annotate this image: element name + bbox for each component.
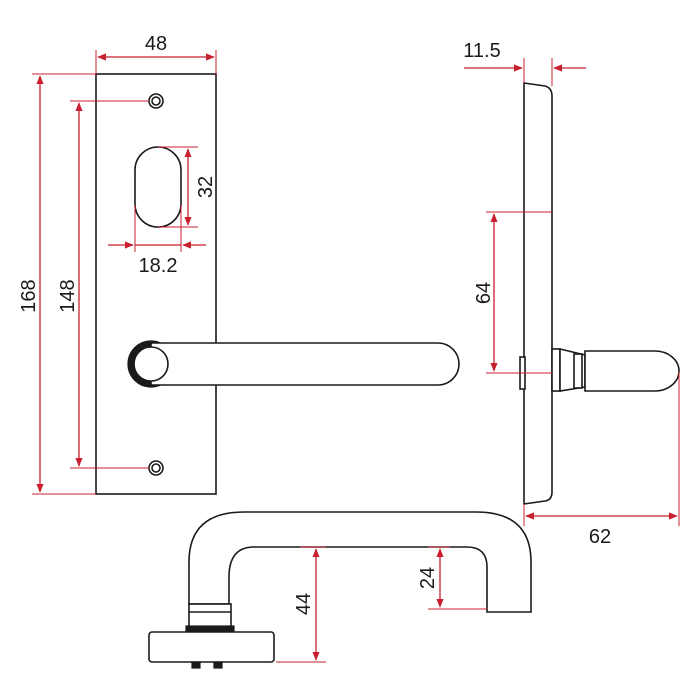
dim-slot-width: 18.2 [108, 205, 206, 277]
dim-label-148: 148 [57, 279, 79, 312]
side-lever-grip [584, 350, 680, 392]
dim-label-48: 48 [145, 33, 167, 55]
top-spindle-stub [191, 661, 201, 669]
bottom-screw-hole [148, 460, 164, 476]
top-lever-tube [188, 511, 532, 613]
side-lever-collar [573, 353, 583, 389]
dim-label-32: 32 [195, 176, 217, 198]
top-rose-base [148, 631, 275, 663]
dim-label-18-2: 18.2 [139, 255, 178, 277]
side-backplate [523, 82, 553, 505]
front-lever [127, 340, 460, 388]
dim-lever-projection: 62 [523, 372, 680, 548]
dim-lever-offset: 64 [473, 211, 552, 374]
dim-slot-height: 32 [158, 146, 217, 228]
dim-screw-spacing: 148 [57, 100, 149, 469]
dim-plate-height: 168 [18, 73, 96, 495]
cylinder-slot [134, 146, 182, 228]
top-view [148, 511, 532, 669]
dim-plate-thickness: 11.5 [463, 40, 586, 86]
dim-label-168: 168 [18, 279, 40, 312]
top-collar [188, 603, 232, 629]
dim-label-44: 44 [293, 593, 315, 615]
side-boss [551, 348, 561, 392]
side-view [519, 82, 680, 505]
top-screw-hole [148, 93, 164, 109]
dim-plate-width: 48 [95, 33, 217, 74]
dim-lever-height: 44 [276, 546, 326, 663]
top-spindle-stub-2 [213, 661, 223, 669]
backplate [95, 73, 217, 495]
dim-grip-height: 24 [417, 546, 487, 610]
dim-label-11-5: 11.5 [463, 40, 500, 62]
dim-label-64: 64 [473, 282, 495, 304]
front-view [95, 73, 460, 495]
dim-label-24: 24 [417, 567, 439, 589]
dim-label-62: 62 [589, 526, 611, 548]
